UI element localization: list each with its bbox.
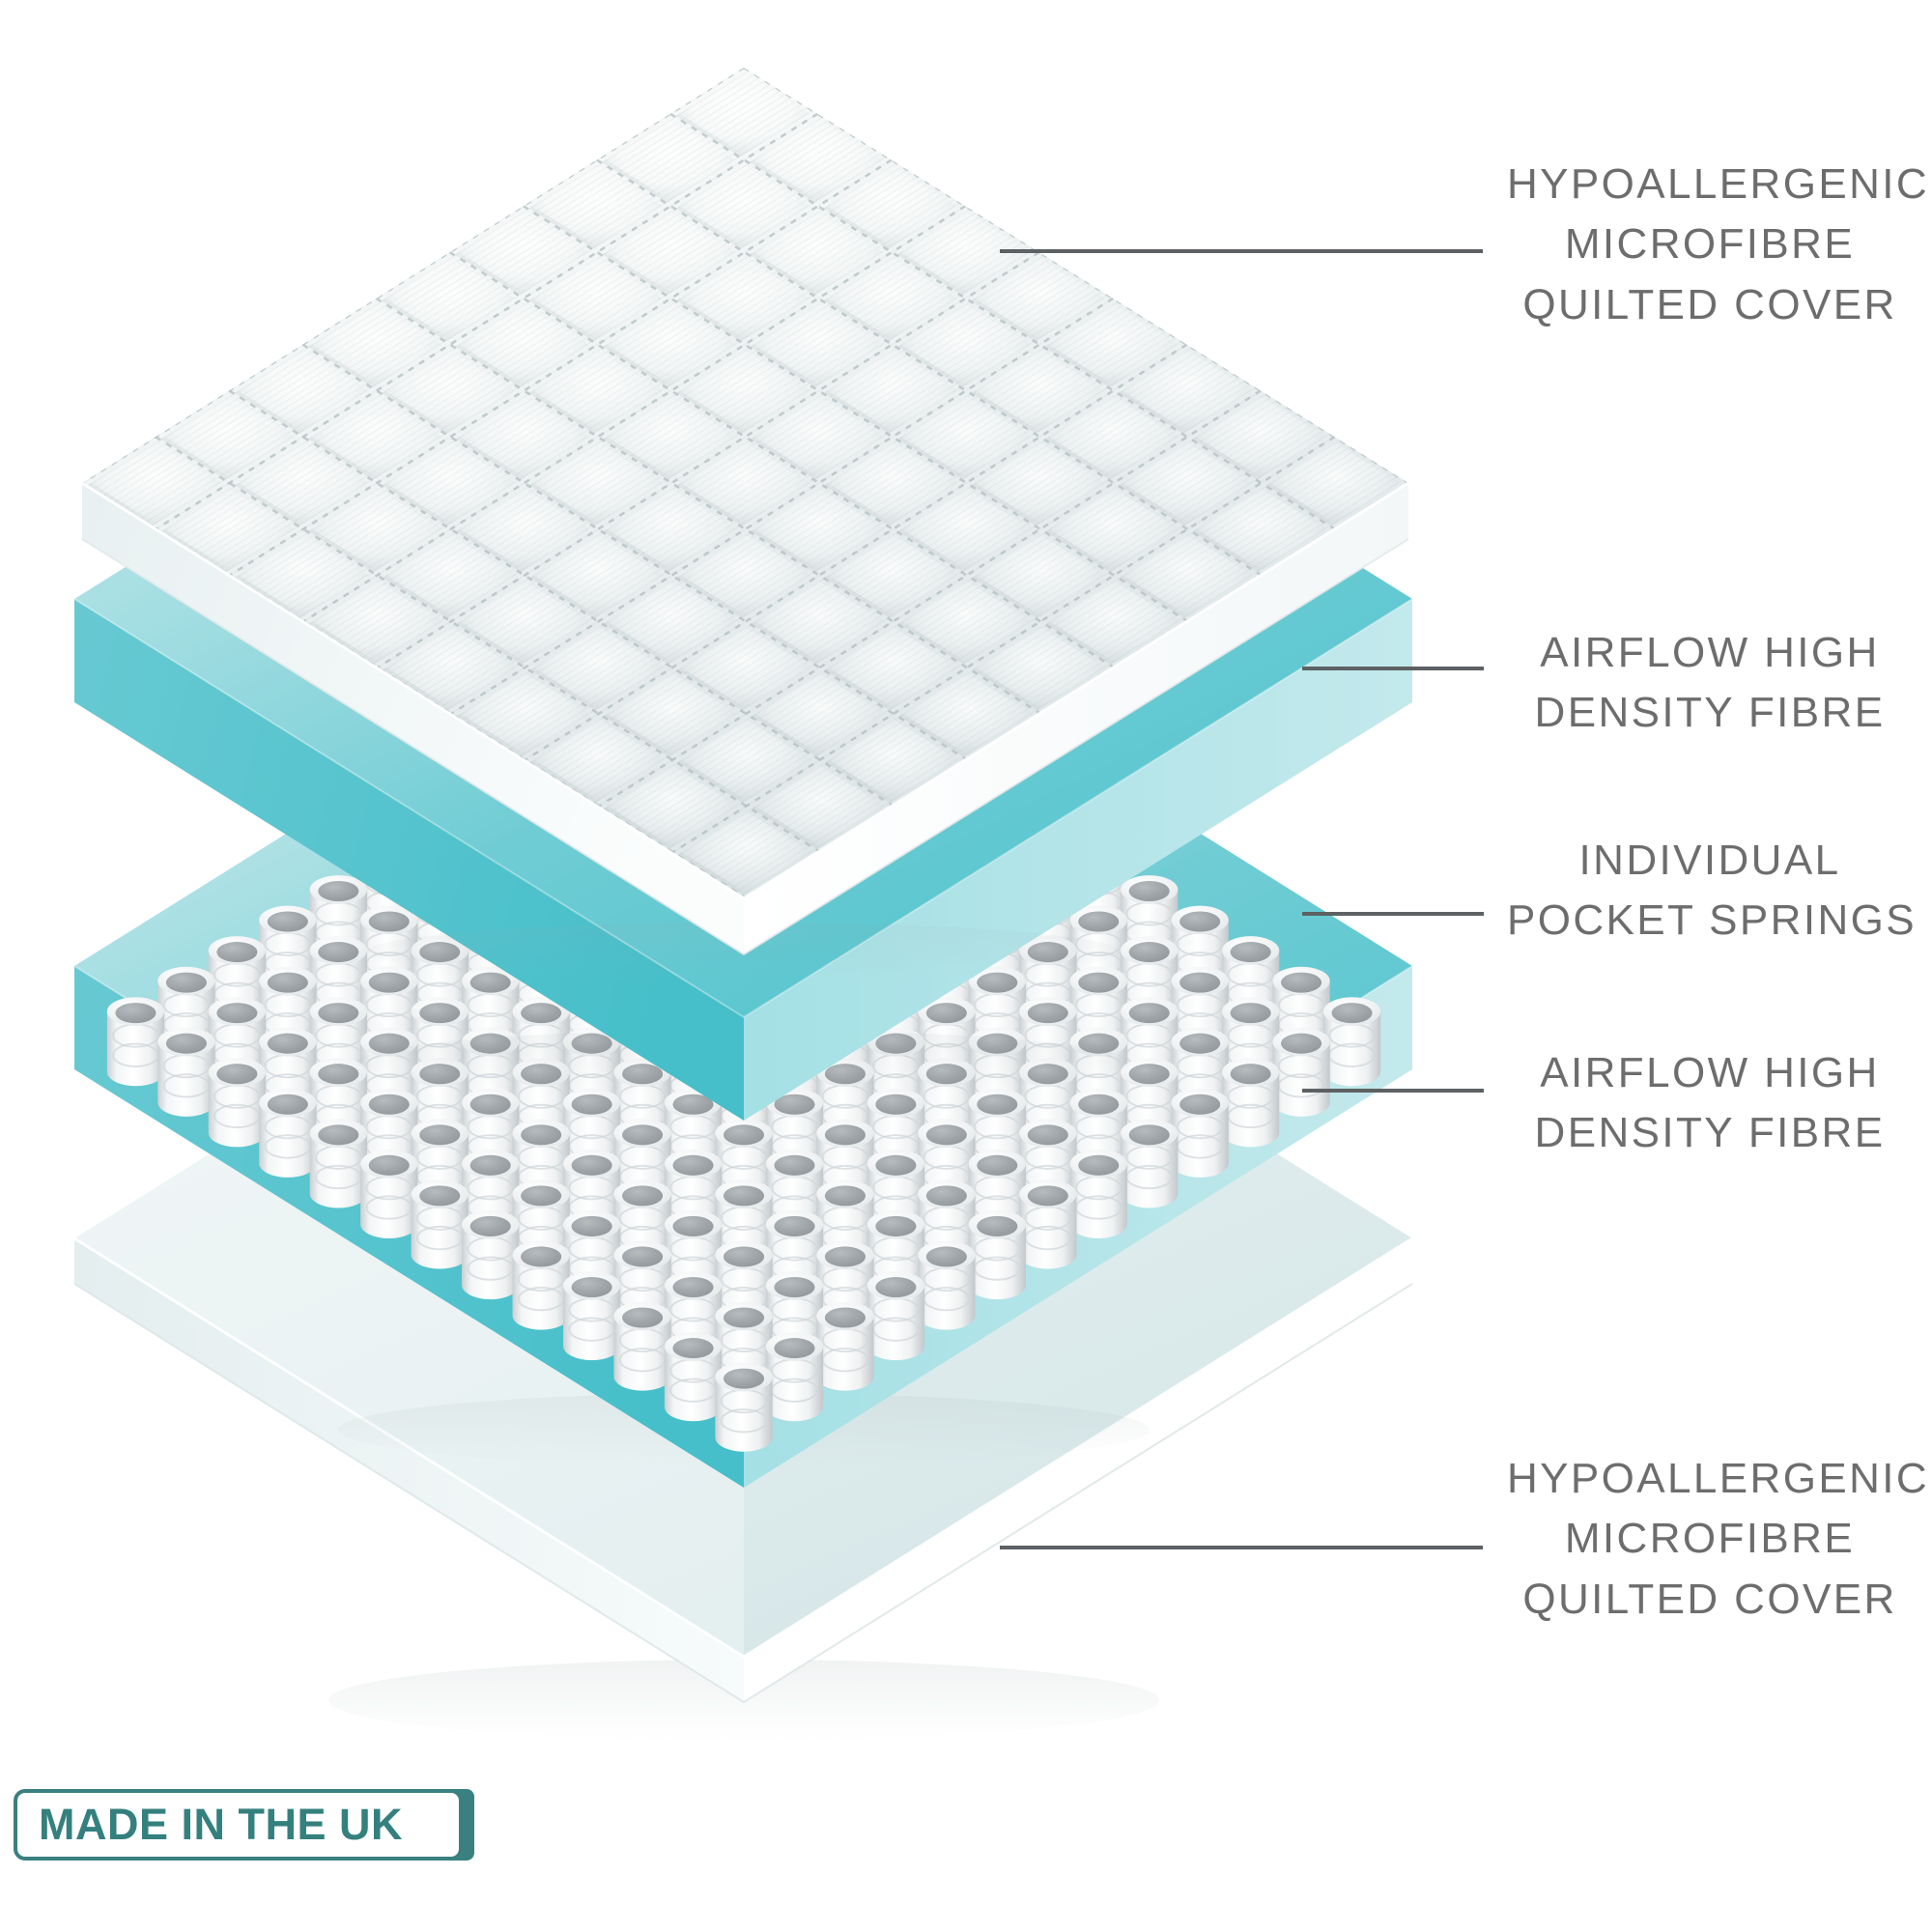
label-line: AIRFLOW HIGH <box>1540 1049 1880 1096</box>
label-line: AIRFLOW HIGH <box>1540 629 1880 676</box>
label-line: QUILTED COVER <box>1522 1575 1897 1623</box>
label-pocket-springs: INDIVIDUAL POCKET SPRINGS <box>1507 831 1917 952</box>
leader-line-pocket-springs <box>1302 912 1484 916</box>
leader-line-bottom-cover <box>1000 1546 1483 1549</box>
label-upper-fibre: AIRFLOW HIGH DENSITY FIBRE <box>1507 623 1913 744</box>
label-line: HYPOALLERGENIC <box>1507 160 1930 208</box>
label-bottom-cover: HYPOALLERGENIC MICROFIBRE QUILTED COVER <box>1507 1449 1930 1630</box>
label-line: DENSITY FIBRE <box>1534 1109 1886 1157</box>
layer-top-cover <box>81 68 1409 980</box>
label-line: MICROFIBRE <box>1564 1515 1856 1563</box>
made-in-uk-label: MADE IN THE UK <box>39 1800 403 1849</box>
leader-line-upper-fibre <box>1302 667 1484 670</box>
label-line: MICROFIBRE <box>1564 220 1856 269</box>
label-lower-fibre: AIRFLOW HIGH DENSITY FIBRE <box>1507 1043 1913 1164</box>
label-line: HYPOALLERGENIC <box>1507 1455 1930 1502</box>
label-line: INDIVIDUAL <box>1578 837 1841 884</box>
label-line: DENSITY FIBRE <box>1534 689 1886 737</box>
label-line: QUILTED COVER <box>1522 280 1897 328</box>
label-top-cover: HYPOALLERGENIC MICROFIBRE QUILTED COVER <box>1507 155 1930 335</box>
leader-line-lower-fibre <box>1302 1089 1484 1093</box>
label-line: POCKET SPRINGS <box>1507 896 1917 945</box>
made-in-uk-badge: MADE IN THE UK <box>14 1789 463 1861</box>
leader-line-top-cover <box>1000 249 1483 253</box>
